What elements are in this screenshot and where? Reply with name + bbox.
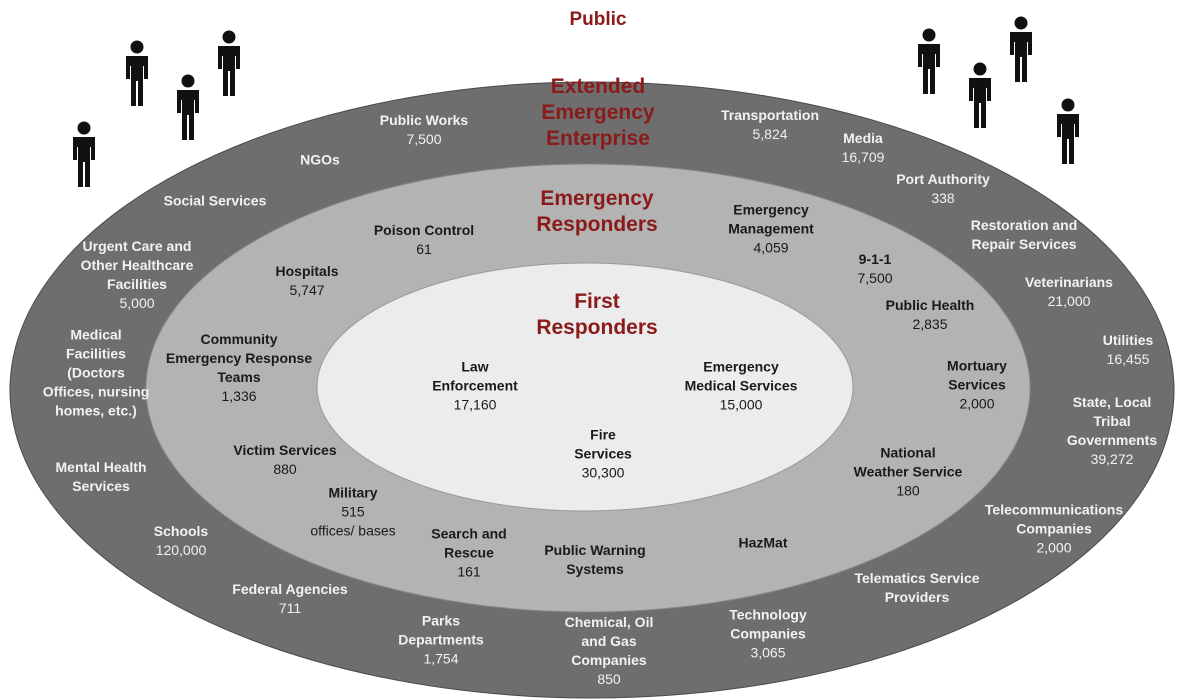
person-icon xyxy=(177,74,199,140)
person-icon xyxy=(218,30,240,96)
person-icon xyxy=(1010,16,1032,82)
entity-medical-facilities: Medical Facilities (Doctors Offices, nur… xyxy=(42,326,150,419)
person-icon xyxy=(73,121,95,187)
person-icon xyxy=(969,62,991,128)
person-icon xyxy=(918,28,940,94)
entity-urgent-care: Urgent Care and Other Healthcare Facilit… xyxy=(80,238,194,311)
person-icon xyxy=(126,40,148,106)
ring-title-responders: Emergency Responders xyxy=(536,187,658,236)
entity-telematics: Telematics Service Providers xyxy=(854,570,980,605)
entity-ngos: NGOs xyxy=(300,151,340,168)
person-icon xyxy=(1057,98,1079,164)
ring-title-extended: Extended Emergency Enterprise xyxy=(541,75,655,150)
public-title: Public xyxy=(569,9,627,30)
entity-public-warning: Public Warning Systems xyxy=(544,542,646,577)
entity-social-services: Social Services xyxy=(163,192,267,209)
entity-restoration: Restoration and Repair Services xyxy=(970,217,1078,252)
ring-first-responders xyxy=(316,262,854,512)
entity-hazmat: HazMat xyxy=(738,534,788,551)
entity-mental-health: Mental Health Services xyxy=(55,459,147,494)
ring-title-first: First Responders xyxy=(536,290,658,339)
